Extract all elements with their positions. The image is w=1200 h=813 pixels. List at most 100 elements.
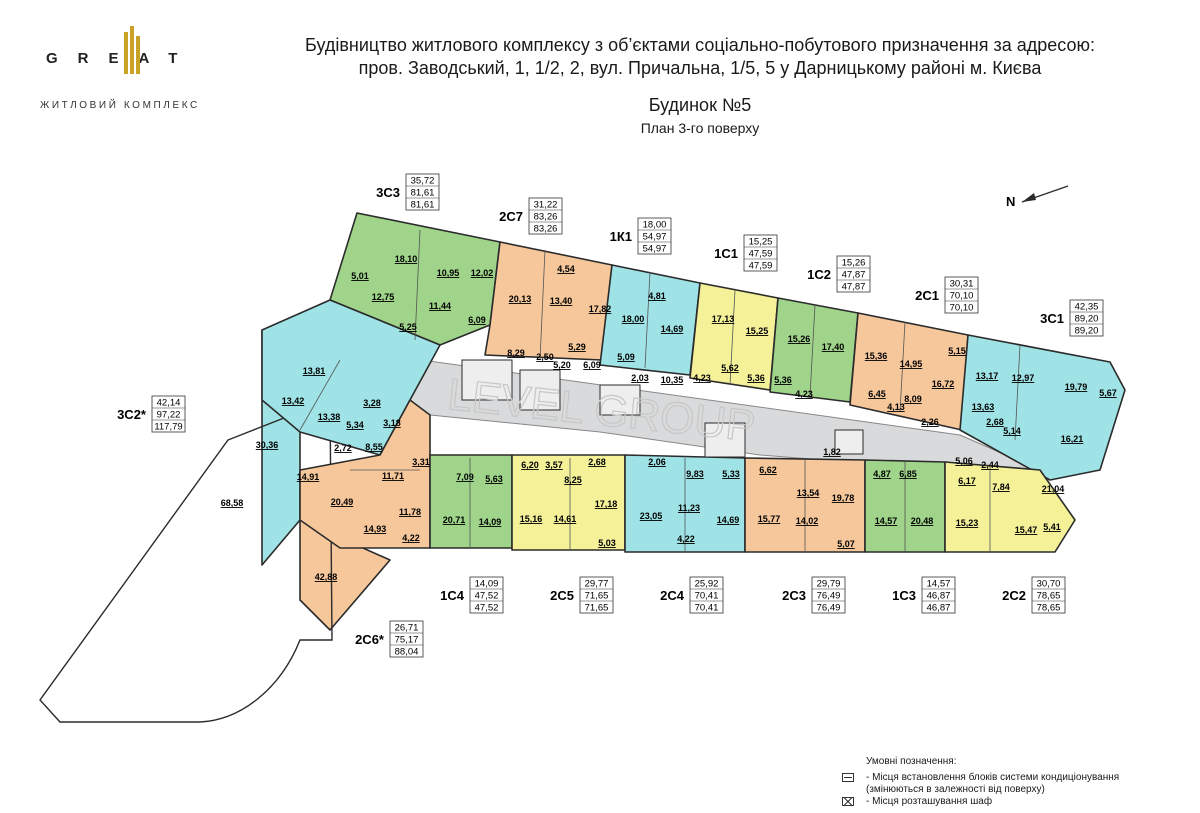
room-area-label: 7,84 bbox=[992, 482, 1010, 492]
apartment-code: 2С2 bbox=[1002, 588, 1026, 603]
area-box bbox=[405, 173, 440, 211]
area-value: 83,26 bbox=[534, 212, 558, 223]
room-area-label: 13,54 bbox=[797, 488, 820, 498]
area-value: 71,65 bbox=[585, 591, 609, 602]
area-box bbox=[743, 234, 778, 272]
legend-item-text: - Місця розташування шаф bbox=[866, 796, 993, 807]
project-title-line-2: пров. Заводський, 1, 1/2, 2, вул. Причал… bbox=[358, 58, 1042, 78]
room-area-label: 2,50 bbox=[536, 352, 554, 362]
area-value: 47,87 bbox=[842, 282, 866, 293]
area-value: 46,87 bbox=[927, 591, 951, 602]
room-area-label: 30,36 bbox=[256, 440, 279, 450]
apartment-code: 2С5 bbox=[550, 588, 574, 603]
legend-item-cabinet: - Місця розташування шаф bbox=[840, 796, 1180, 808]
area-box bbox=[1069, 299, 1104, 337]
room-area-label: 15,36 bbox=[865, 351, 888, 361]
apartment-code: 2С3 bbox=[782, 588, 806, 603]
room-area-label: 5,06 bbox=[955, 456, 973, 466]
area-value: 88,04 bbox=[395, 647, 419, 658]
room-area-label: 2,68 bbox=[986, 417, 1004, 427]
area-value: 18,00 bbox=[643, 220, 667, 231]
stair-lift-core bbox=[704, 422, 746, 458]
room-area-label: 5,15 bbox=[948, 346, 966, 356]
apartment-code: 1С3 bbox=[892, 588, 916, 603]
room-area-label: 15,16 bbox=[520, 514, 543, 524]
ac-unit-icon bbox=[842, 773, 854, 782]
room-area-label: 4,23 bbox=[693, 373, 711, 383]
area-box bbox=[944, 276, 979, 314]
room-area-label: 8,29 bbox=[507, 348, 525, 358]
area-value: 47,52 bbox=[475, 591, 499, 602]
room-area-label: 21,04 bbox=[1042, 484, 1065, 494]
room-area-label: 5,63 bbox=[485, 474, 503, 484]
partition-line bbox=[414, 229, 421, 341]
room-area-label: 17,18 bbox=[595, 499, 618, 509]
area-value: 42,14 bbox=[157, 398, 181, 409]
room-area-label: 18,10 bbox=[395, 254, 418, 264]
area-value: 31,22 bbox=[534, 200, 558, 211]
room-area-label: 14,61 bbox=[554, 514, 577, 524]
area-box bbox=[579, 576, 614, 614]
area-value: 89,20 bbox=[1075, 326, 1099, 337]
room-area-label: 13,81 bbox=[303, 366, 326, 376]
area-value: 81,61 bbox=[411, 200, 435, 211]
area-value: 70,41 bbox=[695, 603, 719, 614]
room-area-label: 2,68 bbox=[588, 457, 606, 467]
apartment-code: 2С7 bbox=[499, 209, 523, 224]
room-area-label: 2,26 bbox=[921, 417, 939, 427]
room-area-label: 8,09 bbox=[904, 394, 922, 404]
room-area-label: 5,14 bbox=[1003, 426, 1021, 436]
room-area-label: 23,05 bbox=[640, 511, 663, 521]
room-area-label: 11,78 bbox=[399, 507, 421, 517]
room-area-label: 20,49 bbox=[331, 497, 354, 507]
apartment-code: 2С6* bbox=[355, 632, 385, 647]
room-area-label: 13,38 bbox=[318, 412, 341, 422]
area-value: 46,87 bbox=[927, 603, 951, 614]
partition-line bbox=[809, 304, 816, 397]
area-value: 47,59 bbox=[749, 261, 773, 272]
room-area-label: 5,36 bbox=[774, 375, 792, 385]
unit-2c2 bbox=[944, 461, 1076, 553]
partition-line bbox=[644, 271, 651, 369]
unit-1k1 bbox=[599, 264, 701, 376]
room-area-label: 1,82 bbox=[823, 447, 841, 457]
room-area-label: 18,00 bbox=[622, 314, 645, 324]
logo-wordmark: GREAT bbox=[46, 50, 198, 67]
room-area-label: 5,03 bbox=[598, 538, 616, 548]
apartment-code: 3С3 bbox=[376, 185, 400, 200]
room-area-label: 17,82 bbox=[589, 304, 612, 314]
area-box bbox=[811, 576, 846, 614]
apartment-code: 3С1 bbox=[1040, 311, 1064, 326]
cabinet-icon bbox=[842, 797, 854, 806]
logo-subtitle: ЖИТЛОВИЙ КОМПЛЕКС bbox=[40, 100, 200, 111]
room-area-label: 9,83 bbox=[686, 469, 704, 479]
room-area-label: 5,62 bbox=[721, 363, 739, 373]
area-value: 78,65 bbox=[1037, 591, 1061, 602]
room-area-label: 15,26 bbox=[788, 334, 811, 344]
legend-item-ac-note: (змінюються в залежності від поверху) bbox=[840, 784, 1180, 796]
room-area-label: 4,54 bbox=[557, 264, 575, 274]
area-box bbox=[836, 255, 871, 293]
area-value: 54,97 bbox=[643, 232, 667, 243]
stair-lift-core bbox=[461, 359, 513, 401]
partition-line bbox=[899, 321, 906, 413]
area-value: 47,59 bbox=[749, 249, 773, 260]
partition-line bbox=[299, 359, 341, 431]
room-area-label: 5,09 bbox=[617, 352, 635, 362]
room-area-label: 5,29 bbox=[568, 342, 586, 352]
room-area-label: 17,13 bbox=[712, 314, 735, 324]
legend-item-ac: - Місця встановлення блоків системи конд… bbox=[840, 772, 1180, 784]
room-area-label: 11,23 bbox=[678, 503, 700, 513]
room-area-label: 14,93 bbox=[364, 524, 387, 534]
area-value: 29,77 bbox=[585, 579, 609, 590]
partition-line bbox=[729, 289, 736, 386]
room-area-label: 8,25 bbox=[564, 475, 582, 485]
room-area-label: 6,17 bbox=[958, 476, 976, 486]
